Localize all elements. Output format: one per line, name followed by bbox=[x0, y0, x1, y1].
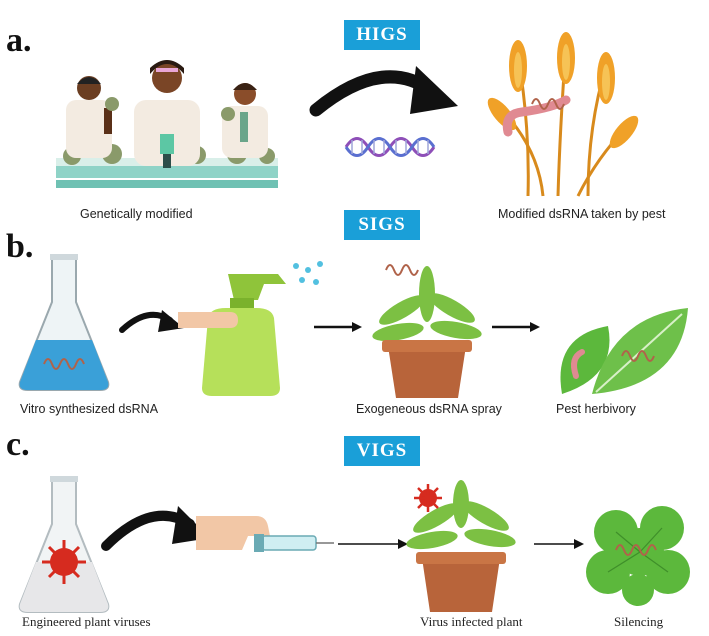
panel-a-letter: a. bbox=[6, 22, 32, 59]
panel-b-letter: b. bbox=[6, 228, 34, 265]
caption-genetically-modified: Genetically modified bbox=[80, 207, 193, 221]
caption-modified-dsrna: Modified dsRNA taken by pest bbox=[498, 207, 666, 221]
higs-badge: HIGS bbox=[344, 20, 420, 50]
syringe-illustration bbox=[196, 516, 334, 552]
virus-icon bbox=[42, 540, 86, 584]
curved-arrow-a bbox=[309, 66, 458, 117]
dsrna-icon bbox=[531, 98, 565, 110]
caption-engineered-viruses: Engineered plant viruses bbox=[22, 614, 151, 629]
spray-bottle-illustration bbox=[178, 261, 323, 396]
caption-virus-infected: Virus infected plant bbox=[420, 614, 523, 629]
potted-plant-illustration bbox=[372, 264, 482, 398]
virus-icon bbox=[414, 484, 442, 512]
scientist-right bbox=[221, 83, 268, 158]
dsrna-icon bbox=[615, 544, 657, 556]
scientist-left bbox=[66, 76, 119, 158]
vigs-badge: VIGS bbox=[344, 436, 420, 466]
arrow-b-2 bbox=[492, 322, 540, 332]
caption-exogeneous-spray: Exogeneous dsRNA spray bbox=[356, 402, 502, 416]
leaves-pest-illustration bbox=[560, 308, 688, 394]
water-drops-icon bbox=[293, 261, 323, 285]
caption-pest-herbivory: Pest herbivory bbox=[556, 402, 636, 416]
scientists-illustration bbox=[56, 60, 278, 188]
caption-silencing: Silencing bbox=[614, 614, 664, 629]
dna-helix-icon bbox=[344, 137, 436, 157]
caption-vitro-synthesized: Vitro synthesized dsRNA bbox=[20, 402, 159, 416]
arrow-c-2 bbox=[534, 539, 584, 549]
dsrna-icon bbox=[621, 350, 655, 362]
dsrna-icon bbox=[385, 264, 419, 276]
sigs-badge: SIGS bbox=[344, 210, 420, 240]
flask-virus-illustration bbox=[18, 476, 110, 613]
arrow-b-1 bbox=[314, 322, 362, 332]
scientist-middle bbox=[134, 60, 200, 168]
silencing-leaves-illustration bbox=[586, 506, 690, 606]
panel-c-letter: c. bbox=[6, 426, 30, 463]
flask-dsrna-illustration bbox=[18, 254, 110, 391]
infected-plant-illustration bbox=[406, 480, 516, 612]
worm-icon bbox=[571, 349, 585, 379]
arrow-c-1 bbox=[338, 539, 408, 549]
curved-arrow-b bbox=[119, 310, 184, 333]
wheat-pest-illustration bbox=[487, 32, 639, 197]
